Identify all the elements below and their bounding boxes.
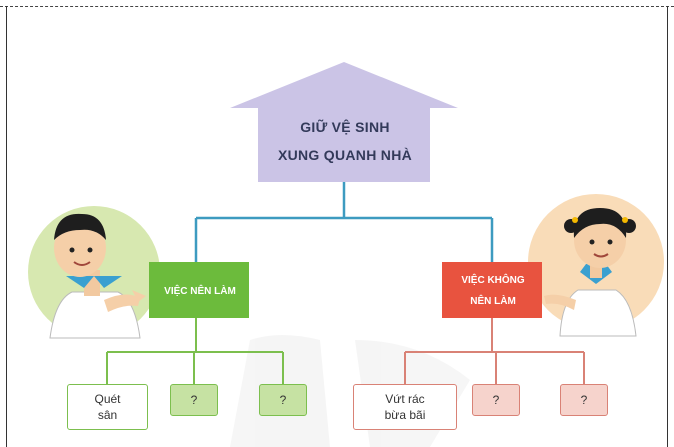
should-not-do-item-1-line2: bừa bãi: [384, 408, 426, 422]
should-not-do-item-1-line1: Vứt rác: [385, 391, 425, 406]
should-not-do-label: VIỆC KHÔNG NÊN LÀM: [443, 275, 543, 308]
should-do-item-2: ?: [170, 384, 218, 416]
top-connector: [194, 182, 494, 262]
house-title-line1: GIỮ VỆ SINH: [300, 119, 390, 135]
should-do-item-1-line2: sân: [97, 408, 118, 422]
house-roof-shape: [230, 62, 458, 182]
should-do-item-3: ?: [259, 384, 307, 416]
should-not-do-item-1: Vứt rác bừa bãi: [353, 384, 457, 430]
should-not-do-item-3: ?: [560, 384, 608, 416]
should-not-do-item-2-text: ?: [492, 392, 500, 407]
green-branch-lines: [106, 318, 284, 384]
frame-left-border: [6, 6, 7, 447]
house-title: GIỮ VỆ SINH XUNG QUANH NHÀ: [260, 119, 430, 164]
red-branch-lines: [404, 318, 585, 384]
should-do-item-1-line1: Quét: [94, 391, 121, 406]
girl-character: [528, 194, 664, 337]
should-not-do-label-line2: NÊN LÀM: [470, 295, 516, 307]
should-do-item-3-text: ?: [279, 392, 287, 407]
should-do-item-1: Quét sân: [67, 384, 148, 430]
should-not-do-box: [442, 262, 542, 318]
should-not-do-item-3-text: ?: [580, 392, 588, 407]
should-do-box: [149, 262, 249, 318]
should-not-do-item-2: ?: [472, 384, 520, 416]
should-do-label: VIỆC NÊN LÀM: [164, 286, 236, 297]
should-not-do-label-line1: VIỆC KHÔNG: [461, 275, 525, 286]
should-do-item-2-text: ?: [190, 392, 198, 407]
frame-right-border: [667, 6, 668, 447]
house-title-line2: XUNG QUANH NHÀ: [277, 146, 413, 163]
boy-character: [28, 206, 160, 339]
frame-top-border: [0, 6, 674, 7]
